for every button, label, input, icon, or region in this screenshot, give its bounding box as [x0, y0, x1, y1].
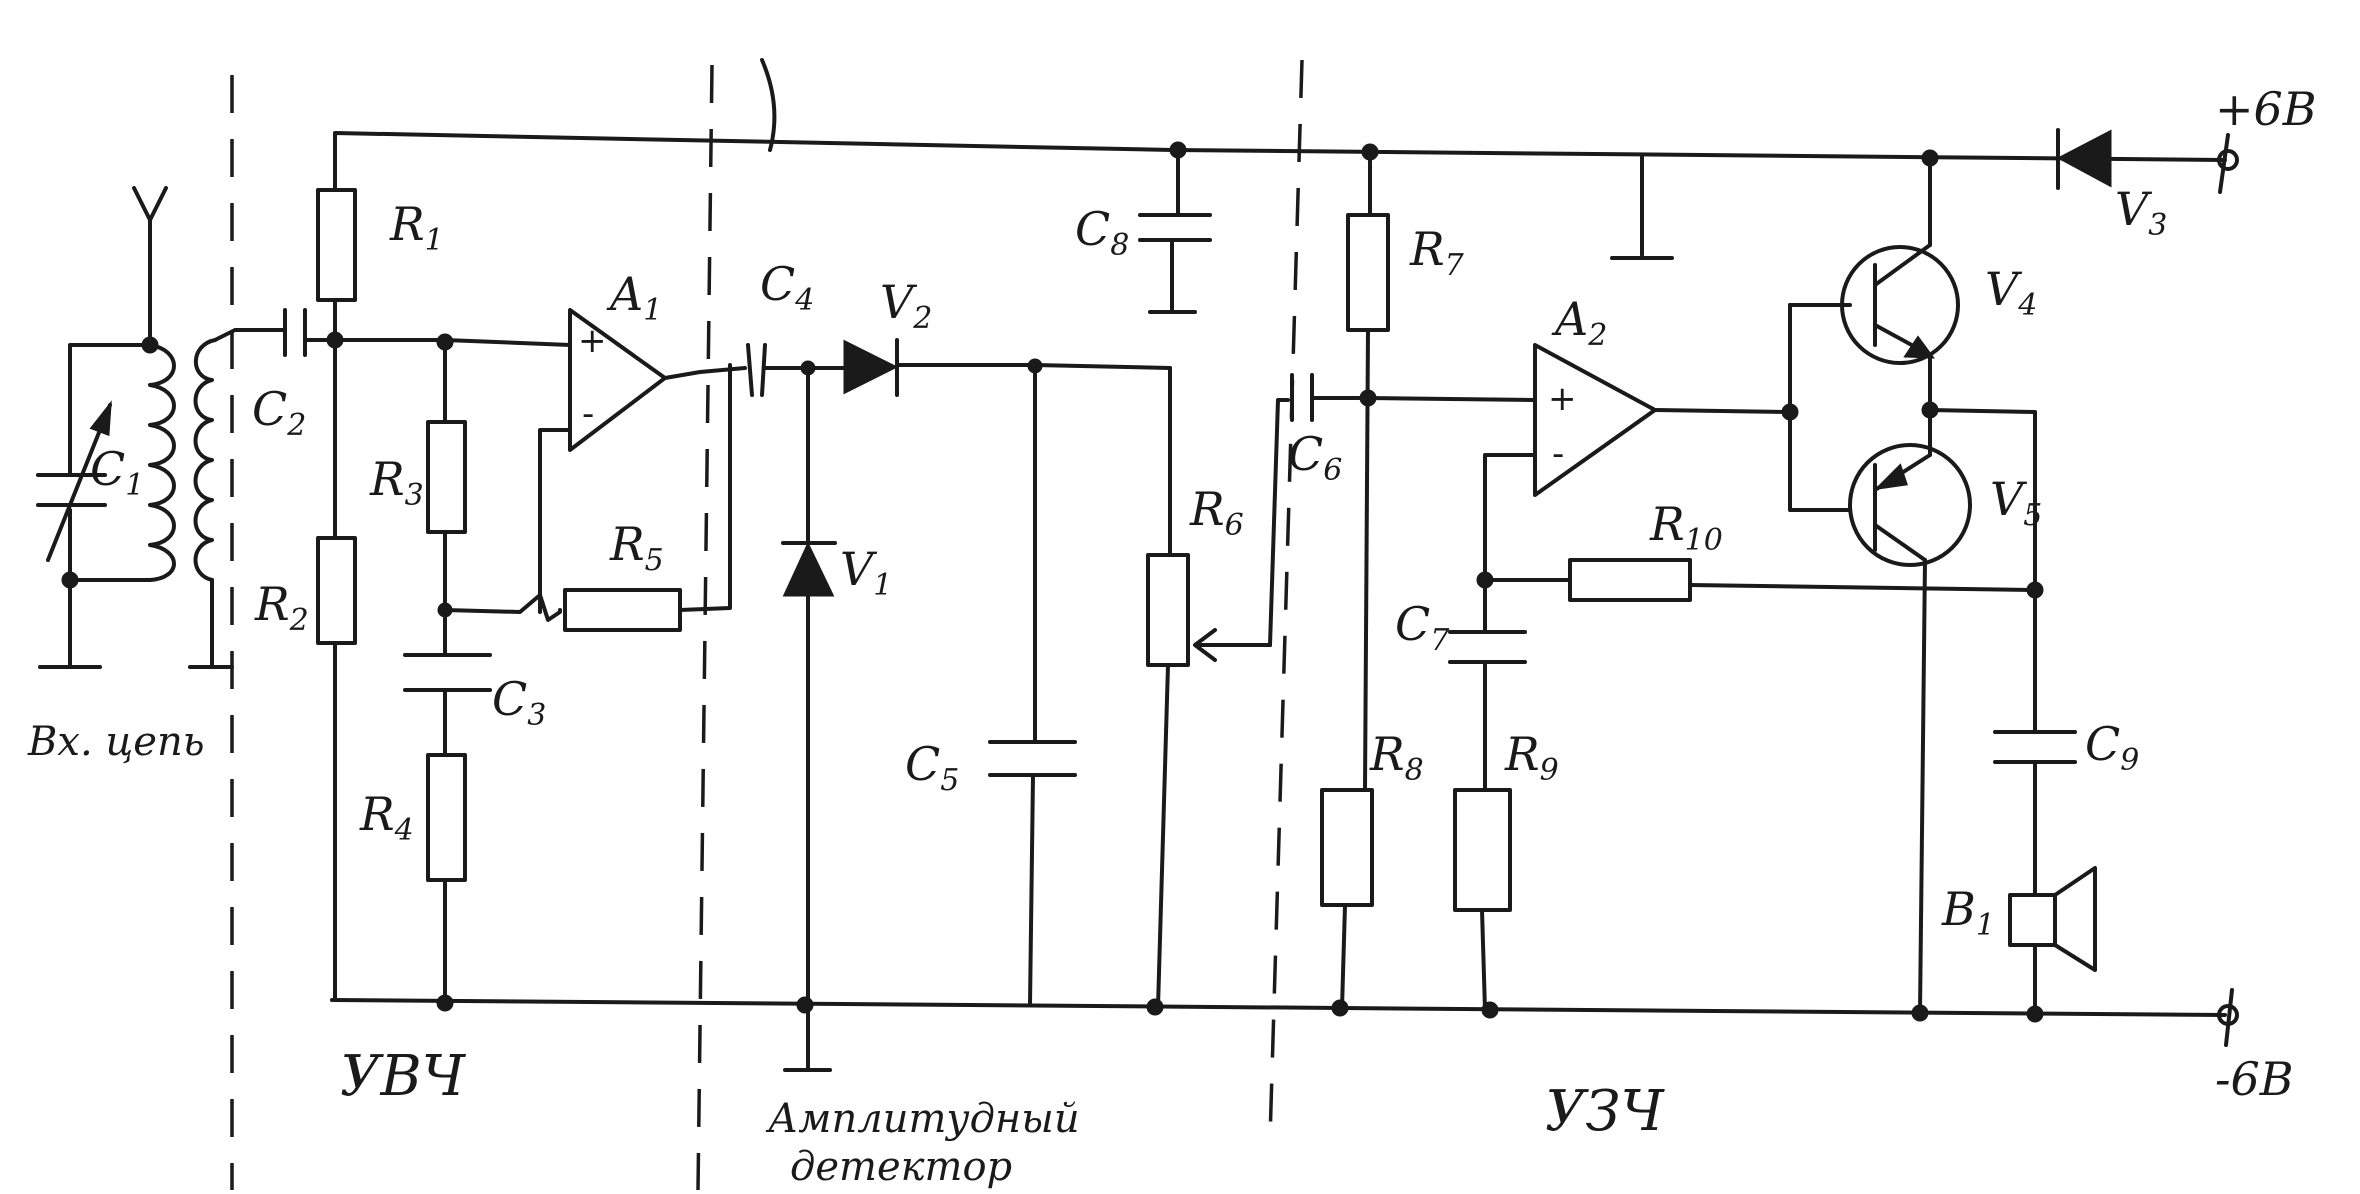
r1-resistor [316, 188, 357, 302]
label-c7: C7 [1395, 597, 1450, 658]
r5-right-wire [678, 363, 732, 612]
label-v1: V1 [840, 542, 892, 603]
label-c2: C2 [252, 382, 306, 443]
r5-resistor [563, 588, 682, 632]
primary-coil [148, 343, 176, 582]
label-a2: A2 [1551, 292, 1607, 353]
divider-rf-detector [696, 64, 714, 1191]
v5-collector [1873, 523, 1927, 562]
negative-rail [330, 998, 2227, 1017]
section-label-detector-line1: Амплитудный [765, 1096, 1080, 1142]
base-bus [1788, 303, 1852, 512]
r6-wiper-arrow [1193, 628, 1217, 662]
label-c9: C9 [2085, 717, 2139, 778]
a1-output-wire [663, 366, 747, 380]
a1-plus-sign: + [578, 321, 607, 361]
section-label-audio-amplifier: УЗЧ [1545, 1079, 1665, 1144]
v4-transistor-body [1840, 245, 1960, 365]
a2-plus-wire [1366, 396, 1537, 402]
secondary-coil [193, 338, 217, 582]
r9-resistor [1453, 788, 1512, 912]
label-r5: R5 [609, 517, 664, 578]
label-c8: C8 [1075, 202, 1129, 263]
r8-resistor [1320, 788, 1374, 907]
section-label-rf-amplifier: УВЧ [340, 1044, 467, 1109]
a1-minus-sign: - [582, 394, 594, 434]
v4-collector [1873, 243, 1932, 287]
label-c6: C6 [1288, 427, 1342, 488]
tank-top-wire [68, 343, 152, 477]
r7-resistor [1346, 213, 1390, 332]
output-node-wire [1928, 408, 2037, 592]
label-r9: R9 [1504, 727, 1559, 788]
label-v2: V2 [880, 275, 932, 336]
c4-plate [746, 343, 754, 397]
a2-minus-sign: - [1552, 434, 1564, 474]
a2-plus-sign: + [1548, 379, 1577, 419]
c1-variable-capacitor [36, 400, 112, 562]
r2-resistor [316, 536, 357, 645]
positive-terminal [2217, 149, 2239, 171]
label-v5: V5 [1990, 472, 2042, 533]
component-labels: C1 C2 R1 R2 R3 C3 R4 R5 A1 C4 V2 V1 C5 R… [90, 182, 2167, 943]
rf-amplifier: + - [316, 188, 747, 1005]
v5-transistor-body [1848, 443, 1972, 567]
a1-opamp [568, 308, 667, 452]
negative-supply-label: -6В [2215, 1052, 2294, 1106]
wiper-to-c6-wire [1268, 398, 1290, 647]
a1-minus-wire [538, 428, 572, 614]
v4-emitter-arrow [1903, 335, 1936, 359]
feedback-wire [443, 593, 562, 622]
label-c4: C4 [760, 257, 814, 318]
v2-diode [843, 339, 899, 395]
b1-speaker-cone [2053, 866, 2097, 972]
label-b1: B1 [1941, 882, 1995, 943]
label-v4: V4 [1985, 262, 2037, 323]
b1-speaker-body [2008, 893, 2057, 947]
section-label-detector-line2: детектор [790, 1144, 1012, 1190]
rail-break-mark [760, 58, 777, 152]
section-label-input-circuit: Вх. цепь [27, 719, 205, 765]
detector [746, 148, 1290, 1072]
label-c1: C1 [90, 442, 144, 503]
label-r10: R10 [1649, 497, 1723, 558]
positive-rail [333, 131, 2227, 192]
r6-potentiometer [1146, 553, 1190, 667]
label-r6: R6 [1189, 482, 1244, 543]
negative-terminal-tail [2224, 988, 2234, 1047]
r10-right-wire [1688, 583, 2037, 592]
label-c5: C5 [905, 737, 959, 798]
r3-resistor [426, 420, 467, 534]
label-r8: R8 [1369, 727, 1424, 788]
divider-detector-af [1268, 59, 1304, 1141]
a2-minus-wire [1483, 453, 1537, 582]
a2-opamp [1533, 343, 1657, 497]
label-r1: R1 [389, 197, 444, 258]
positive-supply-label: +6В [2215, 82, 2317, 136]
label-r3: R3 [369, 452, 424, 513]
positive-terminal-tail [2218, 133, 2230, 194]
section-dividers [230, 59, 1304, 1191]
label-r4: R4 [359, 787, 414, 848]
secondary-top-wire [213, 328, 287, 342]
label-r7: R7 [1409, 222, 1465, 283]
v5-emitter-arrow [1873, 463, 1908, 491]
power-rails [330, 58, 2239, 1047]
r4-resistor [426, 753, 467, 882]
a2-output-wire [1653, 408, 1792, 414]
c4-plate [760, 343, 767, 397]
v3-diode [2056, 129, 2112, 188]
label-a1: A1 [606, 267, 662, 328]
label-v3: V3 [2115, 182, 2167, 243]
antenna-icon [132, 186, 168, 347]
label-c3: C3 [492, 672, 546, 733]
r10-resistor [1568, 558, 1692, 602]
junction-dot [61, 571, 79, 589]
audio-amplifier: + - [1290, 128, 2112, 1016]
label-r2: R2 [254, 577, 309, 638]
input-circuit [36, 186, 337, 669]
v1-diode [782, 541, 835, 597]
